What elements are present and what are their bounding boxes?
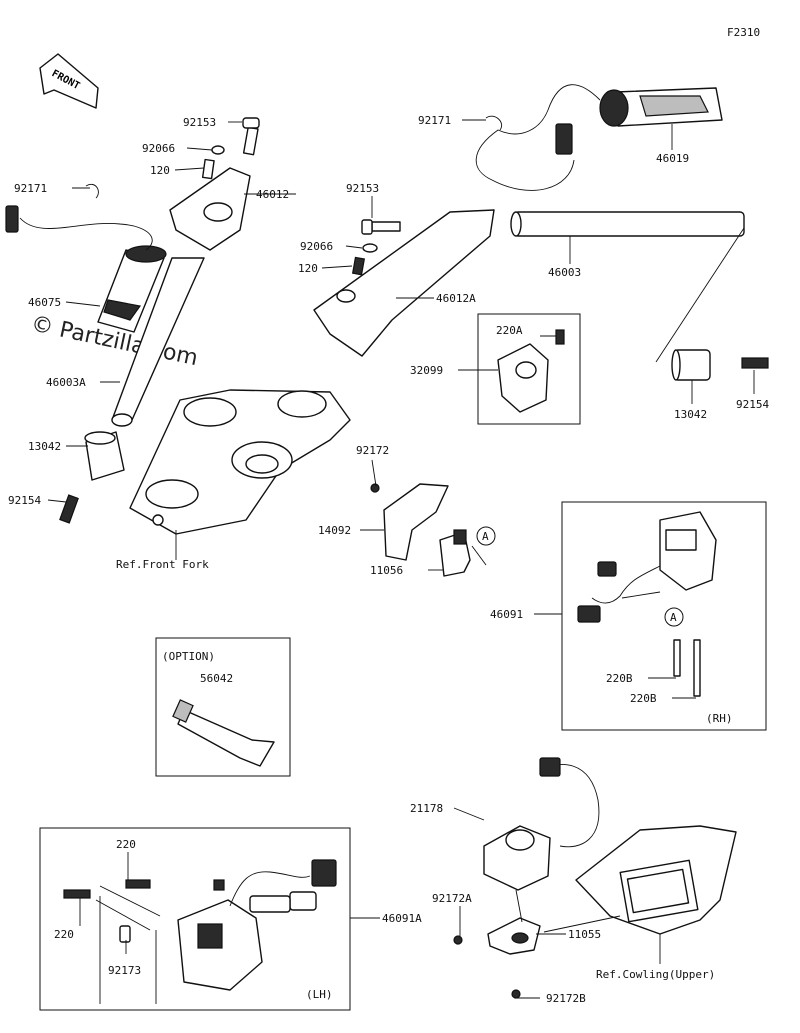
46091-box xyxy=(561,501,767,731)
label-56042: 56042 xyxy=(200,672,233,685)
left-handlebar-assembly xyxy=(5,117,260,524)
label-92172B: 92172B xyxy=(546,992,586,1005)
throttle-housing-32099 xyxy=(497,329,565,413)
label-92171-right: 92171 xyxy=(418,114,451,127)
label-option: (OPTION) xyxy=(162,650,215,663)
label-46012A: 46012A xyxy=(436,292,476,305)
label-120-top: 120 xyxy=(150,164,170,177)
leader-lines xyxy=(47,119,755,999)
lh-switch-46091A xyxy=(63,859,337,1004)
label-ref-front-fork: Ref.Front Fork xyxy=(116,558,209,571)
label-ref-cowling: Ref.Cowling(Upper) xyxy=(596,968,715,981)
label-92173: 92173 xyxy=(108,964,141,977)
label-callout-a-1: A xyxy=(482,530,489,543)
bracket-11056 xyxy=(439,529,471,577)
callout-a-circle-2 xyxy=(664,607,684,627)
label-92153-top: 92153 xyxy=(183,116,216,129)
label-92154-left: 92154 xyxy=(8,494,41,507)
label-13042-left: 13042 xyxy=(28,440,61,453)
label-220A: 220A xyxy=(496,324,523,337)
label-120-mid: 120 xyxy=(298,262,318,275)
label-46091A: 46091A xyxy=(382,912,422,925)
bracket-11055 xyxy=(453,917,541,999)
label-14092: 14092 xyxy=(318,524,351,537)
figure-code: F2310 xyxy=(727,26,760,39)
label-32099: 32099 xyxy=(410,364,443,377)
label-46075: 46075 xyxy=(28,296,61,309)
label-46091: 46091 xyxy=(490,608,523,621)
label-11056: 11056 xyxy=(370,564,403,577)
label-92172A: 92172A xyxy=(432,892,472,905)
option-box xyxy=(155,637,291,777)
label-220B-2: 220B xyxy=(630,692,657,705)
label-92171-left: 92171 xyxy=(14,182,47,195)
32099-box xyxy=(477,313,581,425)
label-46003A: 46003A xyxy=(46,376,86,389)
label-92153-mid: 92153 xyxy=(346,182,379,195)
label-46003: 46003 xyxy=(548,266,581,279)
callout-a-circle-1 xyxy=(476,526,496,546)
label-11055: 11055 xyxy=(568,928,601,941)
bracket-14092 xyxy=(370,483,449,561)
ignitor-21178 xyxy=(483,757,600,891)
46091A-box xyxy=(39,827,351,1011)
label-callout-a-2: A xyxy=(670,611,677,624)
label-92154-right: 92154 xyxy=(736,398,769,411)
label-92066-top: 92066 xyxy=(142,142,175,155)
label-220-a: 220 xyxy=(116,838,136,851)
label-46012: 46012 xyxy=(256,188,289,201)
label-rh: (RH) xyxy=(706,712,733,725)
front-arrow-icon: FRONT xyxy=(39,53,99,109)
right-handlebar-assembly xyxy=(313,84,769,381)
label-92172: 92172 xyxy=(356,444,389,457)
label-13042-right: 13042 xyxy=(674,408,707,421)
label-92066-mid: 92066 xyxy=(300,240,333,253)
label-lh: (LH) xyxy=(306,988,333,1001)
grease-tube-56042 xyxy=(172,699,275,767)
label-46019: 46019 xyxy=(656,152,689,165)
upper-triple-clamp xyxy=(129,389,351,535)
label-220-b: 220 xyxy=(54,928,74,941)
label-21178: 21178 xyxy=(410,802,443,815)
rh-switch-46091 xyxy=(577,511,717,697)
label-220B-1: 220B xyxy=(606,672,633,685)
part-labels: 92153 92066 120 46012 92171 46075 46003A… xyxy=(8,114,769,1005)
upper-cowling-ref xyxy=(575,825,737,935)
